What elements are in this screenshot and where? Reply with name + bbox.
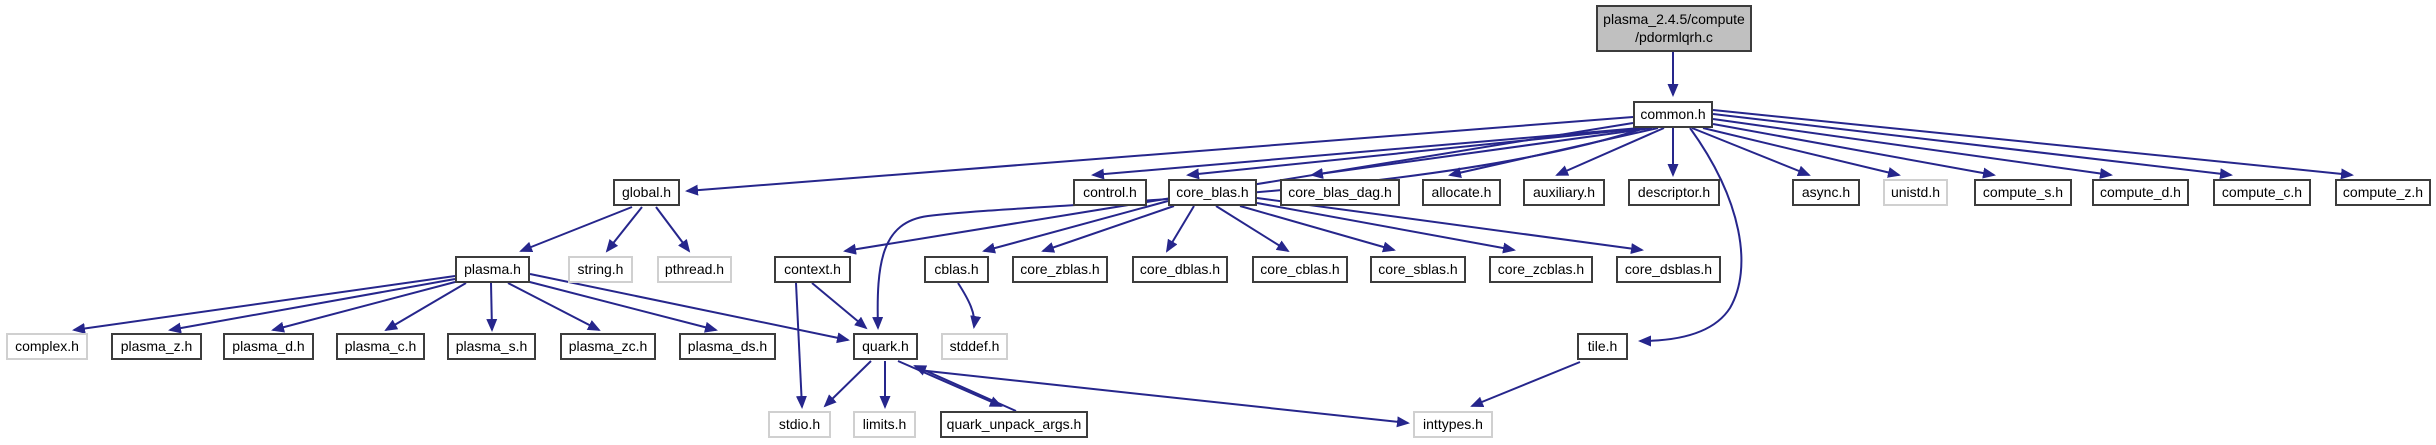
edge-tile-inttypes xyxy=(1470,361,1581,407)
edge-core_blas-core_cblas xyxy=(1215,205,1290,253)
edge-global-string xyxy=(605,206,643,253)
edge-quark_unpack_args-quark xyxy=(913,365,1017,412)
node-descriptor-h[interactable]: descriptor.h xyxy=(1628,179,1720,206)
node-compute-z-h[interactable]: compute_z.h xyxy=(2335,179,2431,206)
node-plasma-h[interactable]: plasma.h xyxy=(455,256,530,283)
node-cblas-h[interactable]: cblas.h xyxy=(924,256,989,283)
edge-common-tile xyxy=(1638,127,1743,347)
edge-common-compute_c xyxy=(1712,113,2233,180)
node-core-blas-h[interactable]: core_blas.h xyxy=(1168,179,1257,206)
edge-plasma-plasma_d xyxy=(271,281,456,333)
edge-core_blas-core_zblas xyxy=(1041,205,1175,253)
node-string-h: string.h xyxy=(568,256,633,283)
edge-common-compute_d xyxy=(1712,118,2113,179)
edge-common-async xyxy=(1691,127,1811,177)
node-unistd-h: unistd.h xyxy=(1883,179,1948,206)
node-core-cblas-h[interactable]: core_cblas.h xyxy=(1252,256,1348,283)
edge-common-compute_s xyxy=(1712,123,1996,179)
node-plasma-ds-h[interactable]: plasma_ds.h xyxy=(679,333,776,360)
edge-context-quark xyxy=(811,282,868,330)
node-compute-s-h[interactable]: compute_s.h xyxy=(1974,179,2072,206)
node-auxiliary-h[interactable]: auxiliary.h xyxy=(1523,179,1605,206)
edge-core_blas-core_sblas xyxy=(1239,205,1396,253)
edge-quark-quark_unpack_args xyxy=(897,360,1003,407)
edge-plasma-plasma_s xyxy=(486,282,498,332)
node-allocate-h[interactable]: allocate.h xyxy=(1422,179,1501,206)
edge-core_blas-cblas xyxy=(982,200,1169,254)
node-core-blas-dag-h[interactable]: core_blas_dag.h xyxy=(1280,179,1400,206)
node-quark-h[interactable]: quark.h xyxy=(853,333,918,360)
node-global-h[interactable]: global.h xyxy=(613,179,680,206)
node-context-h[interactable]: context.h xyxy=(774,256,851,283)
edge-common-global xyxy=(685,116,1634,196)
edge-plasma-quark xyxy=(529,273,850,344)
edge-common-auxiliary xyxy=(1555,127,1665,176)
edge-plasma-plasma_c xyxy=(384,282,467,332)
edge-common-core_blas xyxy=(1186,127,1647,180)
node-quark-unpack-args-h[interactable]: quark_unpack_args.h xyxy=(940,411,1088,438)
edge-quark-inttypes xyxy=(917,369,1410,428)
node-tile-h[interactable]: tile.h xyxy=(1577,333,1628,360)
node-stdio-h: stdio.h xyxy=(768,411,831,438)
edge-core_blas-core_zcblas xyxy=(1256,202,1516,254)
node-pdormlqrh-c: plasma_2.4.5/compute /pdormlqrh.c xyxy=(1596,5,1752,52)
edge-global-plasma xyxy=(519,206,633,253)
node-async-h[interactable]: async.h xyxy=(1792,179,1860,206)
edge-plasma-plasma_ds xyxy=(521,279,718,333)
node-core-sblas-h[interactable]: core_sblas.h xyxy=(1370,256,1466,283)
node-limits-h: limits.h xyxy=(853,411,916,438)
node-pthread-h: pthread.h xyxy=(657,256,732,283)
node-plasma-c-h[interactable]: plasma_c.h xyxy=(336,333,425,360)
node-plasma-s-h[interactable]: plasma_s.h xyxy=(447,333,536,360)
node-stddef-h: stddef.h xyxy=(941,333,1008,360)
edge-cblas-stddef xyxy=(957,282,982,329)
node-inttypes-h: inttypes.h xyxy=(1413,411,1493,438)
node-plasma-zc-h[interactable]: plasma_zc.h xyxy=(560,333,656,360)
node-core-zcblas-h[interactable]: core_zcblas.h xyxy=(1489,256,1593,283)
node-core-dblas-h[interactable]: core_dblas.h xyxy=(1132,256,1228,283)
edge-quark-stdio xyxy=(823,360,872,408)
node-compute-c-h[interactable]: compute_c.h xyxy=(2213,179,2311,206)
node-plasma-z-h[interactable]: plasma_z.h xyxy=(111,333,202,360)
edge-plasma-plasma_z xyxy=(168,278,456,334)
node-core-zblas-h[interactable]: core_zblas.h xyxy=(1012,256,1108,283)
node-plasma-d-h[interactable]: plasma_d.h xyxy=(223,333,314,360)
edge-common-quark xyxy=(872,127,1646,330)
edge-global-pthread xyxy=(655,206,691,253)
edge-common-compute_z xyxy=(1712,109,2354,180)
node-compute-d-h[interactable]: compute_d.h xyxy=(2092,179,2189,206)
edge-common-unistd xyxy=(1702,127,1901,178)
edge-context-stdio xyxy=(795,282,807,409)
node-common-h[interactable]: common.h xyxy=(1633,101,1713,128)
node-core-dsblas-h[interactable]: core_dsblas.h xyxy=(1616,256,1721,283)
edge-common-core_blas_dag xyxy=(1310,127,1653,179)
edge-plasma-plasma_zc xyxy=(507,282,601,331)
node-complex-h: complex.h xyxy=(6,333,88,360)
node-control-h[interactable]: control.h xyxy=(1073,179,1147,206)
edge-core_blas-core_dblas xyxy=(1165,205,1195,253)
edge-plasma-complex xyxy=(72,275,456,334)
edge-core_blas-core_dsblas xyxy=(1256,197,1644,254)
